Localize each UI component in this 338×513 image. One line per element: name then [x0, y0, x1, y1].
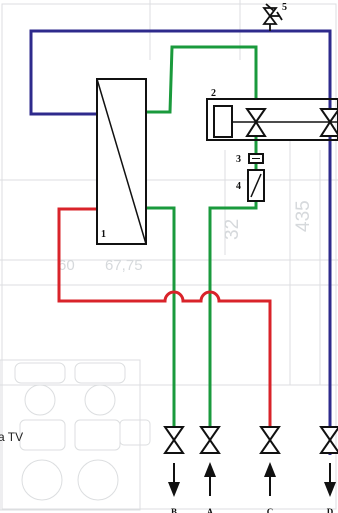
valve-group: [206, 98, 338, 141]
valve-icon: [199, 426, 221, 454]
bg-dim-435: 435: [293, 200, 314, 232]
flow-meter-icon: [247, 169, 265, 202]
arrow-up-icon: [204, 462, 216, 496]
green-pipe-upper: [146, 45, 258, 114]
bg-dim-60: 60: [58, 257, 75, 274]
valve-icon: [259, 426, 281, 454]
flow-meter-number: 4: [236, 181, 241, 192]
port-label-c: C: [267, 507, 274, 513]
bg-dim-67-75: 67,75: [105, 257, 143, 274]
valve-group-number: 2: [211, 88, 216, 99]
safety-valve-number: 5: [282, 2, 287, 13]
red-pipe: [57, 207, 272, 427]
port-label-d: D: [327, 507, 334, 513]
filter-icon: [248, 153, 264, 164]
green-pipe-return: [146, 206, 176, 427]
blue-pipe: [29, 29, 332, 455]
valve-icon: [319, 426, 338, 454]
filter-number: 3: [236, 154, 241, 165]
heat-exchanger: [96, 78, 147, 245]
valve-icon: [245, 108, 267, 137]
bg-tv-label: a TV: [0, 430, 23, 444]
safety-valve-icon: [262, 3, 283, 31]
port-label-a: A: [207, 507, 214, 513]
valve-icon: [319, 108, 338, 137]
arrow-up-icon: [264, 462, 276, 496]
heat-exchanger-number: 1: [101, 229, 106, 240]
bg-dim-32: 32: [222, 219, 243, 240]
port-label-b: B: [171, 507, 177, 513]
arrow-down-icon: [324, 463, 336, 497]
arrow-down-icon: [168, 463, 180, 497]
valve-icon: [163, 426, 185, 454]
